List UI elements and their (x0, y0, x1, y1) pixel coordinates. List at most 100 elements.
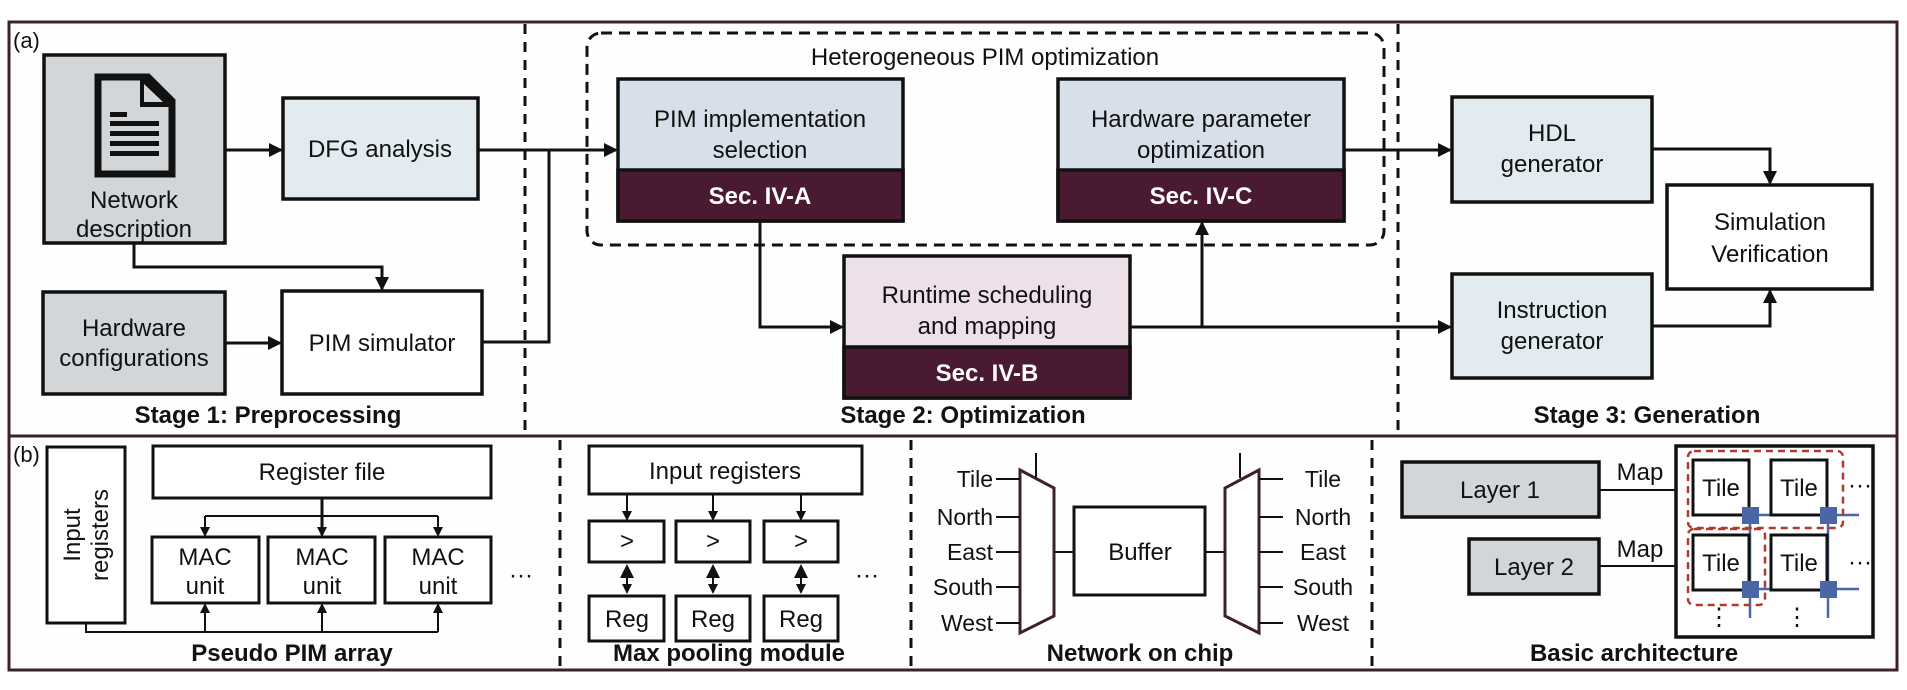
reg-3[interactable] (762, 594, 840, 643)
instruction-generator-line2: generator (1501, 328, 1604, 355)
reg-2-label: Reg (691, 606, 735, 633)
pim-selection-line1: PIM implementation (654, 106, 866, 133)
basic-architecture: Layer 1 Layer 2 Map Map Tile Tile Tile T… (1400, 444, 1875, 667)
mac-ellipsis: ··· (509, 562, 533, 589)
pim-selection-section: Sec. IV-A (709, 183, 812, 210)
panel-a: (a) Network description DFG analysis (7, 20, 1899, 438)
mac-unit-2-line1: MAC (295, 544, 348, 571)
mac-unit-1-line2: unit (186, 573, 225, 600)
comparator-3-label: > (794, 528, 808, 555)
input-bus (85, 623, 438, 633)
tile-1-label: Tile (1702, 475, 1740, 502)
hdl-generator-line1: HDL (1528, 120, 1576, 147)
noc-left-port-south: South (933, 574, 993, 600)
hardware-configurations-line1: Hardware (82, 315, 186, 342)
pim-input-registers-line2: registers (87, 489, 114, 581)
network-description-line2: description (76, 216, 192, 243)
noc-title: Network on chip (1047, 640, 1234, 667)
noc-right-port-tile: Tile (1305, 466, 1341, 492)
buffer-label: Buffer (1108, 539, 1172, 566)
panel-b-tag: (b) (13, 442, 40, 467)
reg-1-label: Reg (605, 606, 649, 633)
map-label-1: Map (1617, 459, 1664, 486)
pseudo-pim-title: Pseudo PIM array (191, 640, 393, 667)
hw-param-opt-line2: optimization (1137, 137, 1265, 164)
noc-right-port-south: South (1293, 574, 1353, 600)
simulation-verification-line1: Simulation (1714, 209, 1826, 236)
runtime-scheduling-line2: and mapping (918, 313, 1057, 340)
reg-1[interactable] (587, 594, 666, 643)
tile-1[interactable] (1691, 458, 1751, 517)
reg-3-label: Reg (779, 606, 823, 633)
stage-1-title: Stage 1: Preprocessing (135, 402, 402, 429)
hw-param-opt-line1: Hardware parameter (1091, 106, 1311, 133)
layer-2-box[interactable] (1467, 537, 1601, 596)
hardware-configurations-box[interactable] (41, 290, 227, 396)
stage-1: Network description DFG analysis Hardwar… (41, 53, 551, 429)
layer-1-label: Layer 1 (1460, 477, 1540, 504)
mac-unit-2-line2: unit (303, 573, 342, 600)
comparator-3[interactable] (762, 519, 840, 564)
mac-unit-2[interactable] (266, 535, 377, 605)
pim-input-registers-line1: Input (59, 508, 86, 562)
router-1 (1742, 507, 1759, 524)
tile-4[interactable] (1769, 533, 1829, 592)
noc-left-port-east: East (947, 539, 994, 565)
hdl-generator-box[interactable] (1450, 95, 1654, 204)
arrow-selection-to-runtime (758, 221, 844, 334)
max-pooling-module: Input registers > > > Reg Reg Reg ··· Ma… (587, 444, 879, 667)
panel-b: (b) Input registers Register file MAC un… (7, 434, 1899, 672)
arrow-hdl-to-simulation (1652, 147, 1777, 185)
noc-right-port-north: North (1295, 504, 1351, 530)
register-file-box[interactable] (151, 444, 493, 500)
pim-selection-line2: selection (713, 137, 808, 164)
instruction-generator-box[interactable] (1450, 272, 1654, 380)
tile-3-label: Tile (1702, 550, 1740, 577)
tile-2[interactable] (1769, 458, 1829, 517)
mp-input-registers-box[interactable] (587, 444, 864, 496)
simulation-verification-box[interactable] (1665, 183, 1874, 291)
runtime-scheduling-section-band (842, 345, 1132, 400)
map-label-2: Map (1617, 536, 1664, 563)
mp-ellipsis: ··· (855, 562, 879, 589)
mac-unit-3-line1: MAC (411, 544, 464, 571)
noc-left-port-north: North (937, 504, 993, 530)
noc-left-port-west: West (941, 610, 994, 636)
tile-row-2-ellipsis: ··· (1848, 549, 1872, 576)
mac-unit-3[interactable] (383, 535, 493, 605)
router-3 (1742, 581, 1759, 598)
simulation-verification-line2: Verification (1711, 241, 1828, 268)
mp-input-registers-label: Input registers (649, 458, 801, 485)
layer-2-label: Layer 2 (1494, 554, 1574, 581)
runtime-scheduling-section: Sec. IV-B (936, 360, 1039, 387)
noc-right-port-west: West (1297, 610, 1350, 636)
stage-3-title: Stage 3: Generation (1534, 402, 1761, 429)
tile-3[interactable] (1691, 533, 1751, 592)
document-icon (94, 73, 176, 178)
pim-simulator-label: PIM simulator (309, 330, 456, 357)
arrow-network-to-simulator (132, 243, 389, 291)
network-description-line1: Network (90, 187, 179, 214)
tile-4-label: Tile (1780, 550, 1818, 577)
dfg-analysis-box[interactable] (281, 96, 480, 201)
reg-2[interactable] (674, 594, 752, 643)
comparator-2-label: > (706, 528, 720, 555)
noc-right-port-east: East (1300, 539, 1347, 565)
hdl-generator-line2: generator (1501, 151, 1604, 178)
comparator-2[interactable] (674, 519, 752, 564)
dfg-analysis-label: DFG analysis (308, 136, 452, 163)
mac-unit-3-line2: unit (419, 573, 458, 600)
hw-param-opt-section: Sec. IV-C (1150, 183, 1253, 210)
comparator-1-label: > (620, 528, 634, 555)
router-2 (1820, 507, 1837, 524)
stage-2: Heterogeneous PIM optimization PIM imple… (549, 31, 1452, 429)
pseudo-pim-array: Input registers Register file MAC unit M… (45, 444, 533, 667)
input-mux (1018, 467, 1056, 636)
comparator-1[interactable] (587, 519, 666, 564)
heterogeneous-optimization-title: Heterogeneous PIM optimization (811, 44, 1159, 71)
panel-a-tag: (a) (13, 28, 40, 53)
